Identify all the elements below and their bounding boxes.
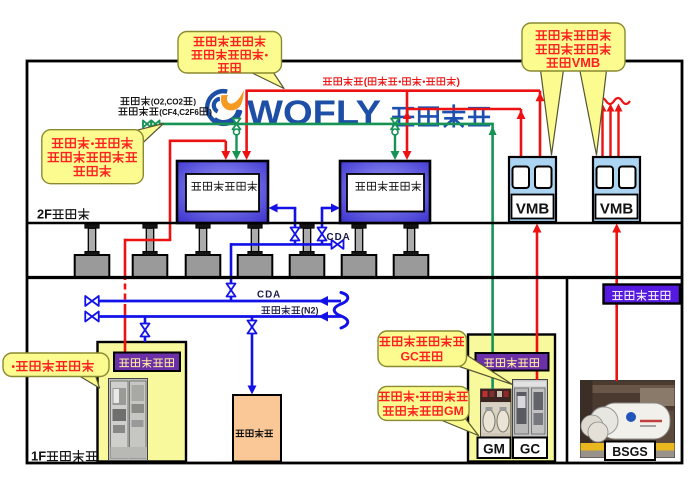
svg-text:): ) — [193, 98, 196, 107]
svg-text:GC: GC — [400, 350, 419, 364]
svg-text:VMB: VMB — [572, 55, 600, 70]
svg-text:(O2,CO2: (O2,CO2 — [151, 98, 184, 107]
svg-text:GM: GM — [444, 404, 464, 418]
svg-text:VMB: VMB — [600, 201, 634, 218]
svg-text:WOFLY: WOFLY — [247, 93, 382, 132]
svg-text:(: ( — [364, 77, 368, 88]
svg-text:GC: GC — [520, 442, 541, 457]
svg-text:CDA: CDA — [327, 232, 351, 243]
svg-text:CDA: CDA — [257, 290, 281, 301]
svg-text:1F: 1F — [31, 449, 46, 464]
svg-text:VMB: VMB — [516, 201, 550, 218]
svg-text:(N2): (N2) — [301, 306, 319, 316]
svg-text:): ) — [457, 77, 460, 88]
svg-text:): ) — [209, 108, 212, 117]
svg-text:2F: 2F — [37, 207, 52, 222]
svg-text:GM: GM — [483, 442, 505, 457]
svg-text:(CF4,C2F6: (CF4,C2F6 — [159, 108, 199, 117]
svg-text:BSGS: BSGS — [612, 445, 647, 459]
